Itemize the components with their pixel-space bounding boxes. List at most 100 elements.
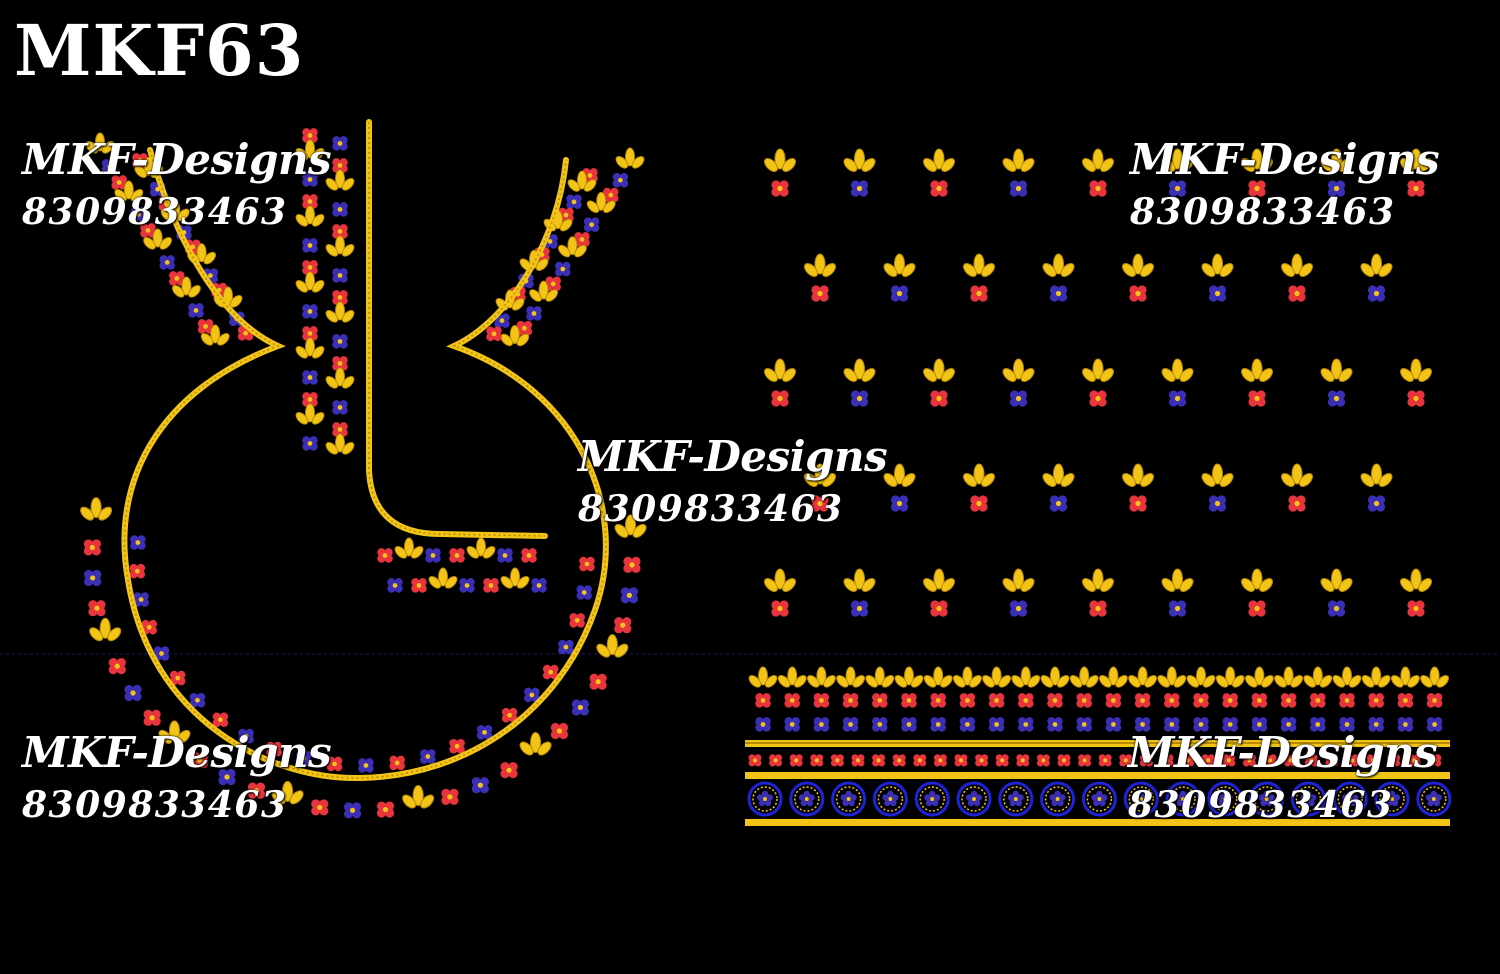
neckline-motif <box>425 548 441 563</box>
border-flower-blue <box>813 717 830 732</box>
border-flower-red <box>1078 754 1092 767</box>
border-leaf <box>1096 666 1130 690</box>
border-flower-red <box>769 754 783 767</box>
neckline-motif <box>550 722 569 740</box>
border-flower-red <box>1310 693 1326 708</box>
neckline-design <box>77 119 649 819</box>
border-ring-flower <box>1040 781 1076 817</box>
butta-motif <box>1041 254 1077 302</box>
border-flower-red <box>830 754 844 767</box>
butta-motif <box>961 464 997 512</box>
border-strip <box>745 666 1452 826</box>
neckline-motif <box>459 578 475 593</box>
watermark-phone: 8309833463 <box>22 191 288 233</box>
border-flower-red <box>1426 693 1443 708</box>
neckline-motif <box>399 785 437 811</box>
neckline-motif <box>420 749 436 764</box>
watermark-phone: 8309833463 <box>578 488 844 530</box>
butta-motif <box>762 359 798 407</box>
neckline-motif <box>124 684 142 702</box>
border-flower-red <box>1251 693 1268 708</box>
neckline-motif <box>77 497 115 523</box>
neckline-motif <box>579 556 595 572</box>
butta-motif <box>1080 359 1116 407</box>
border-leaf <box>1242 666 1276 690</box>
border-flower-red <box>1397 693 1414 708</box>
butta-motif <box>802 254 838 302</box>
border-flower-blue <box>784 717 800 732</box>
butta-motif <box>1200 254 1236 302</box>
neckline-motif <box>302 436 318 451</box>
butta-motif <box>842 149 878 197</box>
border-leaf <box>1213 666 1247 690</box>
butta-motif <box>1359 464 1395 512</box>
neckline-motif <box>531 578 547 593</box>
butta-motif <box>882 254 918 302</box>
butta-motif <box>1001 359 1037 407</box>
watermark-phone: 8309833463 <box>1128 784 1394 826</box>
neckline-motif <box>521 548 537 563</box>
neckline-motif <box>358 758 374 773</box>
border-flower-red <box>930 693 946 708</box>
border-flower-red <box>1368 693 1384 708</box>
border-flower-blue <box>1018 717 1034 732</box>
butta-motif <box>1319 569 1355 617</box>
neckline-motif <box>411 578 427 593</box>
butta-motif <box>1080 149 1116 197</box>
border-leaf <box>804 666 838 690</box>
watermark-brand: MKF-Designs <box>22 728 332 777</box>
butta-motif <box>842 359 878 407</box>
border-flower-red <box>1164 693 1180 708</box>
border-flower-blue <box>842 717 859 732</box>
butta-motif <box>1001 149 1037 197</box>
neckline-motif <box>332 334 348 349</box>
border-leaf <box>1359 666 1393 690</box>
butta-motif <box>1160 569 1196 617</box>
border-flower-red <box>842 693 859 708</box>
butta-motif <box>1001 569 1037 617</box>
border-ring-flower <box>789 781 825 817</box>
butta-motif <box>1120 464 1156 512</box>
neckline-motif <box>576 585 592 600</box>
neckline-motif <box>332 136 348 151</box>
border-flower-blue <box>930 717 946 732</box>
neckline-motif <box>613 147 647 171</box>
neckline-motif <box>376 801 395 818</box>
neckline-motif <box>449 548 465 563</box>
border-flower-red <box>748 754 762 767</box>
neckline-motif <box>589 673 607 690</box>
border-leaf <box>980 666 1014 690</box>
neckline-motif <box>387 578 403 593</box>
border-flower-blue <box>959 717 976 732</box>
butta-motif <box>1319 359 1355 407</box>
neckline-motif <box>84 569 102 587</box>
watermark-brand: MKF-Designs <box>22 135 332 184</box>
border-leaf <box>746 666 780 690</box>
butta-motif <box>921 149 957 197</box>
neckline-motif <box>323 301 357 325</box>
watermark: MKF-Designs 8309833463 <box>578 432 888 536</box>
neckline-motif <box>620 587 638 604</box>
butta-motif <box>1398 359 1434 407</box>
neckline-motif <box>302 370 318 385</box>
border-flower-red <box>1057 754 1071 767</box>
neckline-motif <box>302 238 318 253</box>
neckline-motif <box>517 732 554 758</box>
neckline-motif <box>389 755 405 771</box>
butta-motif <box>1080 569 1116 617</box>
neckline-motif <box>594 634 631 660</box>
border-flower-red <box>1339 693 1355 708</box>
neckline-motif <box>323 433 357 457</box>
butta-motif <box>762 149 798 197</box>
watermark-phone: 8309833463 <box>1130 191 1396 233</box>
border-leaf <box>1301 666 1335 690</box>
border-leaf <box>1388 666 1422 690</box>
butta-motif <box>1359 254 1395 302</box>
neckline-motif <box>486 326 502 342</box>
border-leaf <box>1330 666 1364 690</box>
neckline-motif <box>483 578 499 593</box>
neckline-motif <box>293 337 327 361</box>
neckline-motif <box>86 617 124 644</box>
